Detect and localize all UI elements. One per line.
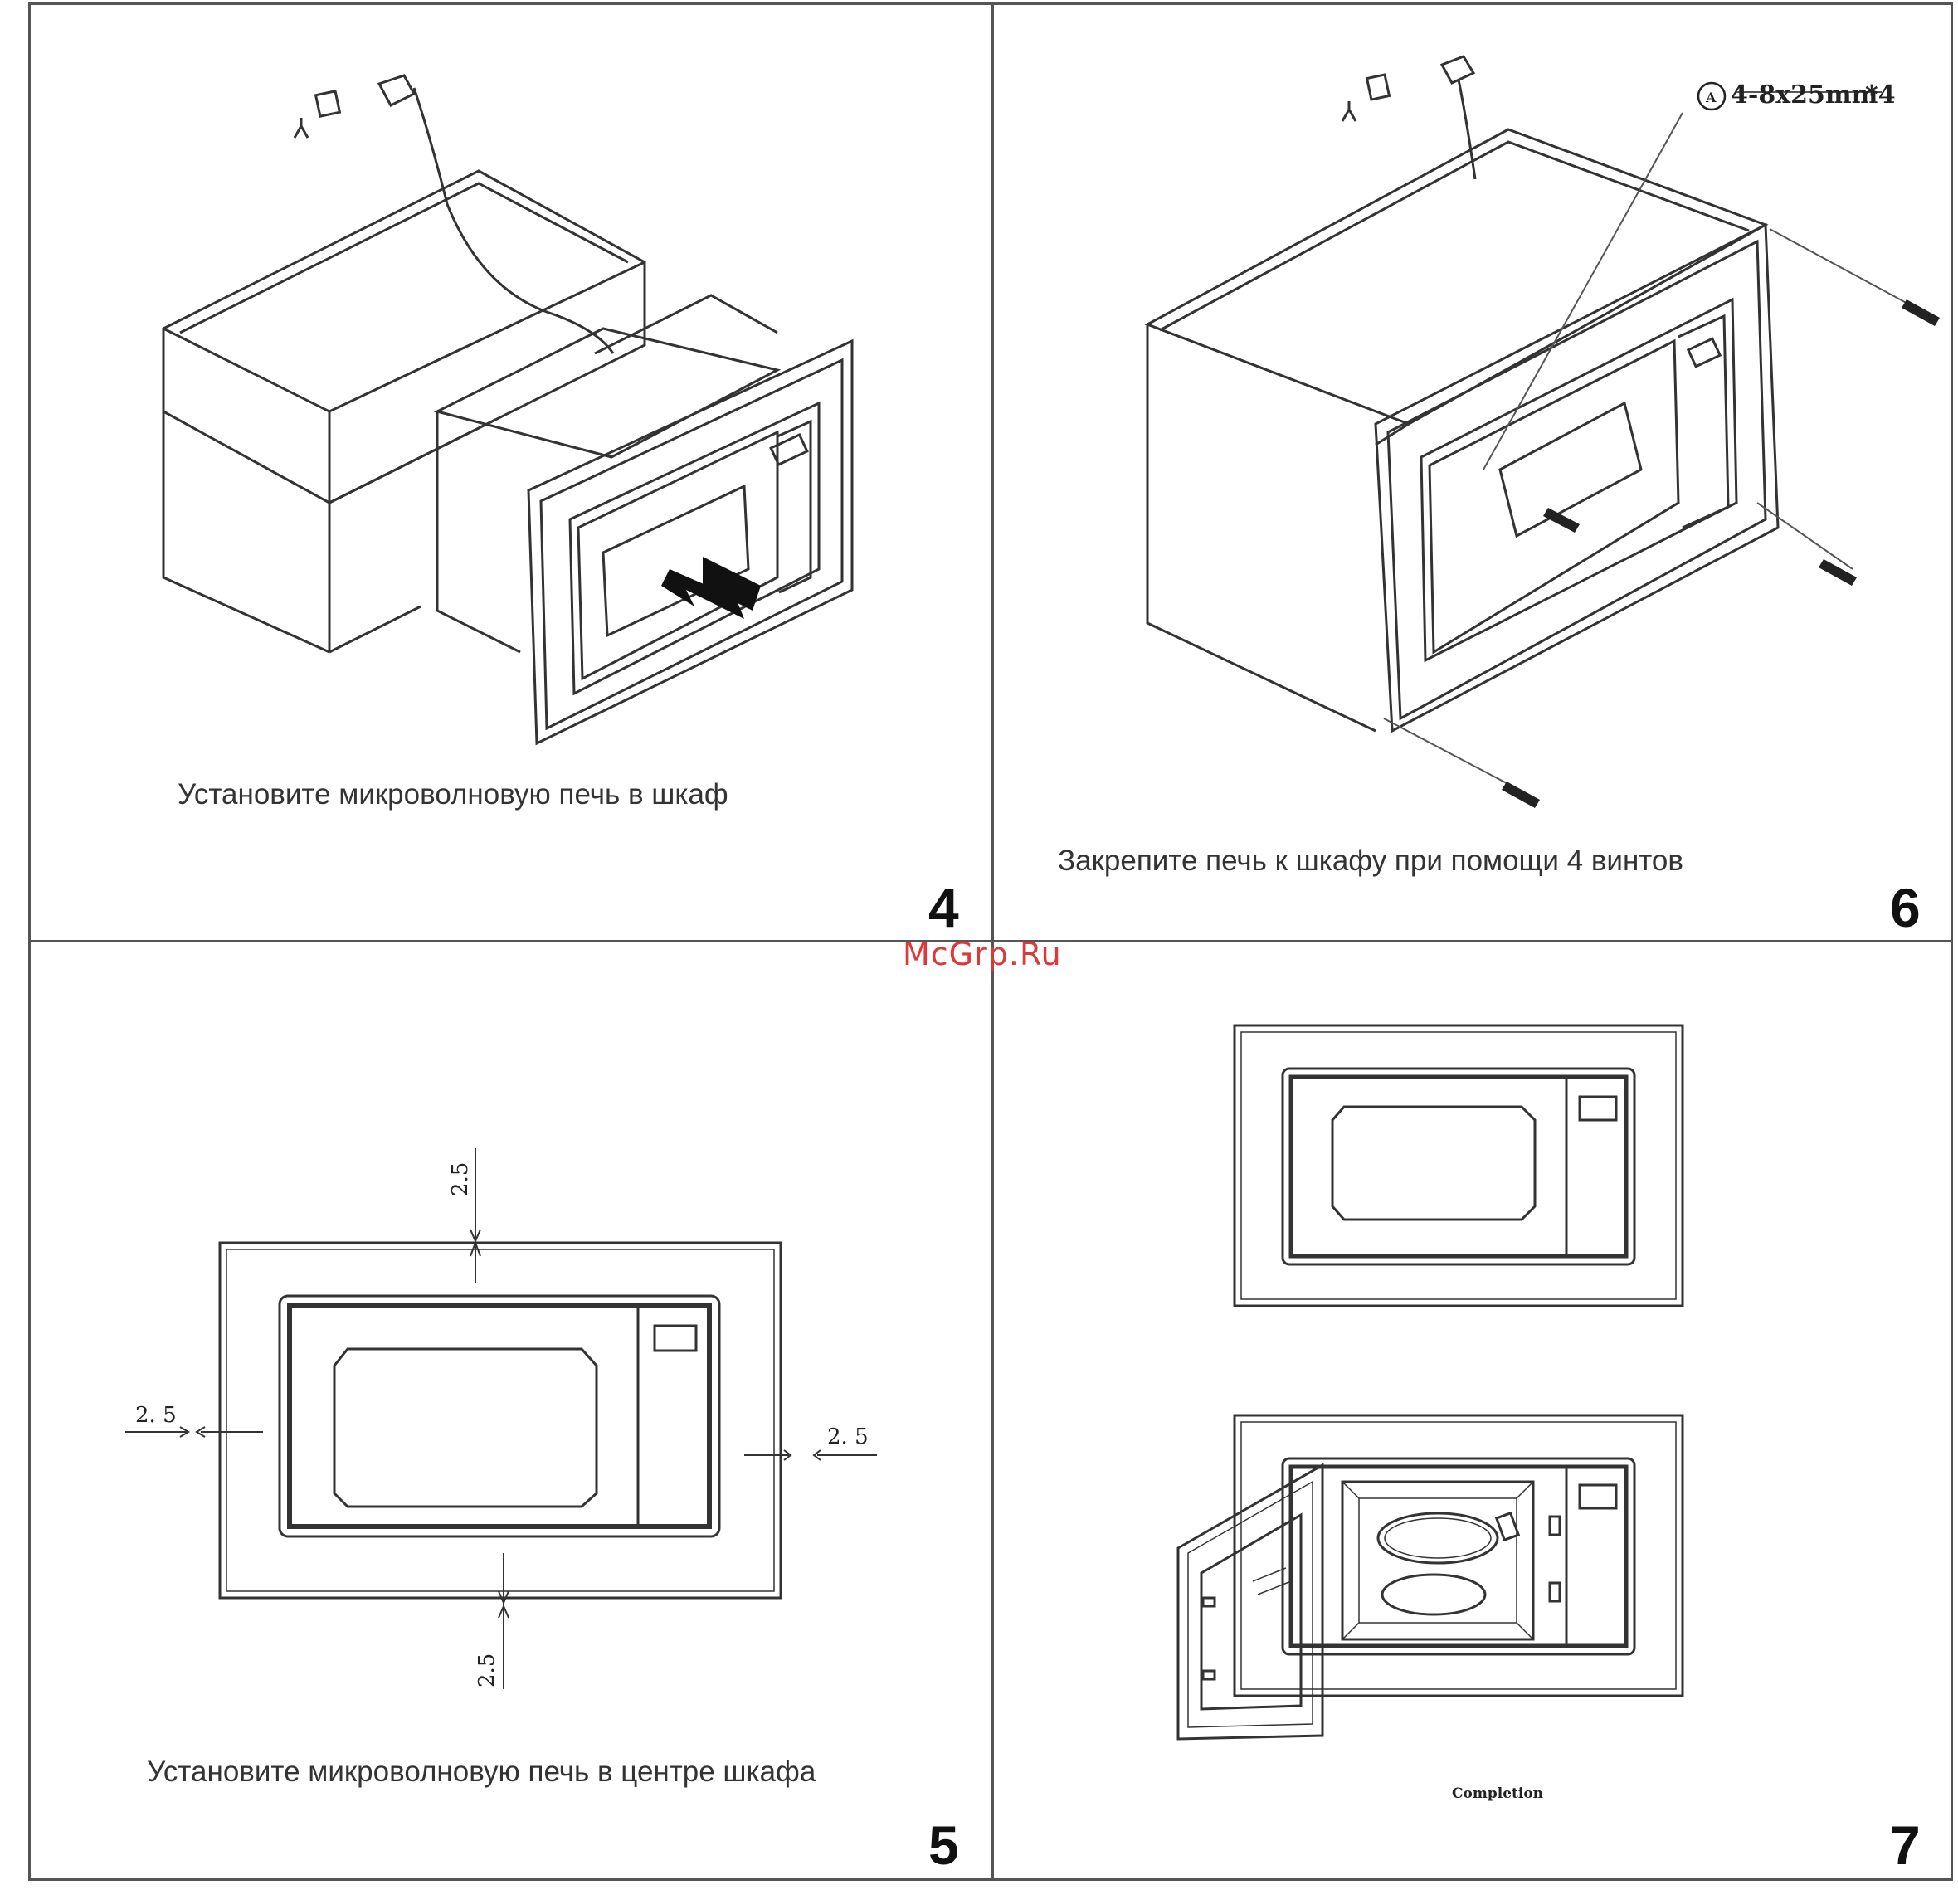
- step-6-caption: Закрепите печь к шкафу при помощи 4 винт…: [1058, 845, 1683, 878]
- screw-spec-label: A: [1705, 90, 1717, 105]
- step-4-caption: Установите микроволновую печь в шкаф: [178, 778, 728, 811]
- step-5-panel: 2.5 2. 5 2. 5 2.5 Установите микроволнов…: [31, 942, 991, 1878]
- step-6-number: 6: [1890, 876, 1921, 939]
- left-gap-dimension: 2. 5: [135, 1403, 177, 1428]
- right-gap-dimension: 2. 5: [827, 1424, 869, 1449]
- top-gap-dimension: 2.5: [448, 1162, 473, 1196]
- step-5-caption: Установите микроволновую печь в центре ш…: [147, 1755, 816, 1789]
- step-6-illustration: A 4-8x25mm *4: [994, 5, 1951, 940]
- step-5-illustration: 2.5 2. 5 2. 5 2.5: [31, 942, 991, 1878]
- step-7-panel: Completion 7: [994, 942, 1951, 1878]
- step-6-panel: A 4-8x25mm *4 Закрепите печь к шкафу при…: [994, 5, 1951, 940]
- step-4-panel: Установите микроволновую печь в шкаф 4: [31, 5, 991, 940]
- screw-spec-quantity: *4: [1865, 80, 1896, 110]
- step-4-number: 4: [928, 876, 959, 939]
- bottom-gap-dimension: 2.5: [475, 1653, 499, 1687]
- step-5-number: 5: [928, 1814, 959, 1877]
- screw-spec-size: 4-8x25mm: [1731, 80, 1878, 110]
- step-7-number: 7: [1890, 1814, 1921, 1877]
- step-7-illustration: [994, 942, 1951, 1878]
- step-7-caption: Completion: [1452, 1785, 1543, 1802]
